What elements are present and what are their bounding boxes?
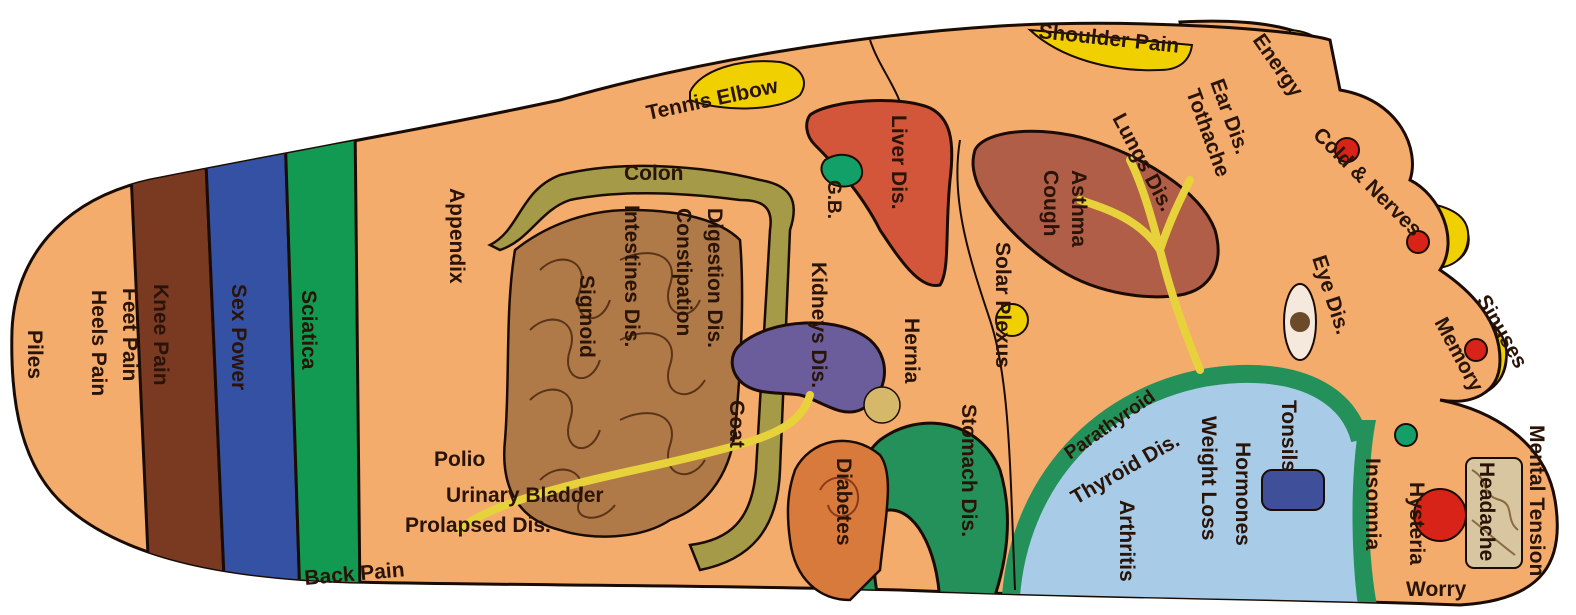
label-piles: Piles	[23, 330, 46, 379]
label-headache: Headache	[1475, 462, 1498, 561]
label-prolapsed-dis: Prolapsed Dis.	[405, 514, 551, 537]
label-sciatica: Sciatica	[297, 290, 320, 370]
label-appendix: Appendix	[445, 188, 468, 284]
label-goat: Goat	[725, 400, 748, 448]
label-hysteria: Hysteria	[1405, 482, 1428, 565]
label-sigmoid: Sigmoid	[575, 275, 598, 358]
label-arthritis: Arthritis	[1115, 500, 1138, 582]
label-solar-plexus: Solar Plexus	[991, 242, 1014, 368]
label-colon: Colon	[624, 162, 683, 185]
label-gb: G.B.	[823, 180, 844, 219]
label-hormones: Hormones	[1231, 442, 1254, 546]
label-worry: Worry	[1406, 578, 1467, 601]
label-weight-loss: Weight Loss	[1197, 416, 1220, 540]
label-polio: Polio	[434, 448, 485, 471]
label-kidneys-dis: Kidneys Dis.	[807, 262, 830, 388]
label-diabetes: Diabetes	[832, 458, 855, 546]
sciatica-band	[285, 120, 360, 600]
label-urinary-bladder: Urinary Bladder	[446, 484, 604, 507]
hernia-cluster	[864, 387, 900, 423]
tonsils	[1262, 470, 1324, 510]
label-stomach-dis: Stomach Dis.	[957, 404, 980, 537]
label-constipation: Constipation	[672, 208, 695, 336]
label-hernia: Hernia	[900, 318, 923, 384]
label-mental-tension: Mental Tension	[1525, 425, 1548, 576]
insomnia-dot	[1395, 424, 1417, 446]
label-asthma: Asthma	[1067, 170, 1090, 247]
label-insomnia: Insomnia	[1361, 458, 1384, 551]
label-heels-pain: Heels Pain	[87, 290, 110, 396]
label-knee-pain: Knee Pain	[149, 284, 172, 386]
label-digestion-dis: Digestion Dis.	[703, 208, 726, 348]
label-sex-power: Sex Power	[227, 284, 250, 390]
label-feet-pain: Feet Pain	[118, 288, 141, 381]
label-liver-dis: Liver Dis.	[887, 115, 910, 210]
label-intestines-dis: Intestines Dis.	[620, 205, 643, 347]
label-tonsils: Tonsils	[1277, 400, 1300, 472]
label-cough: Cough	[1039, 170, 1062, 236]
